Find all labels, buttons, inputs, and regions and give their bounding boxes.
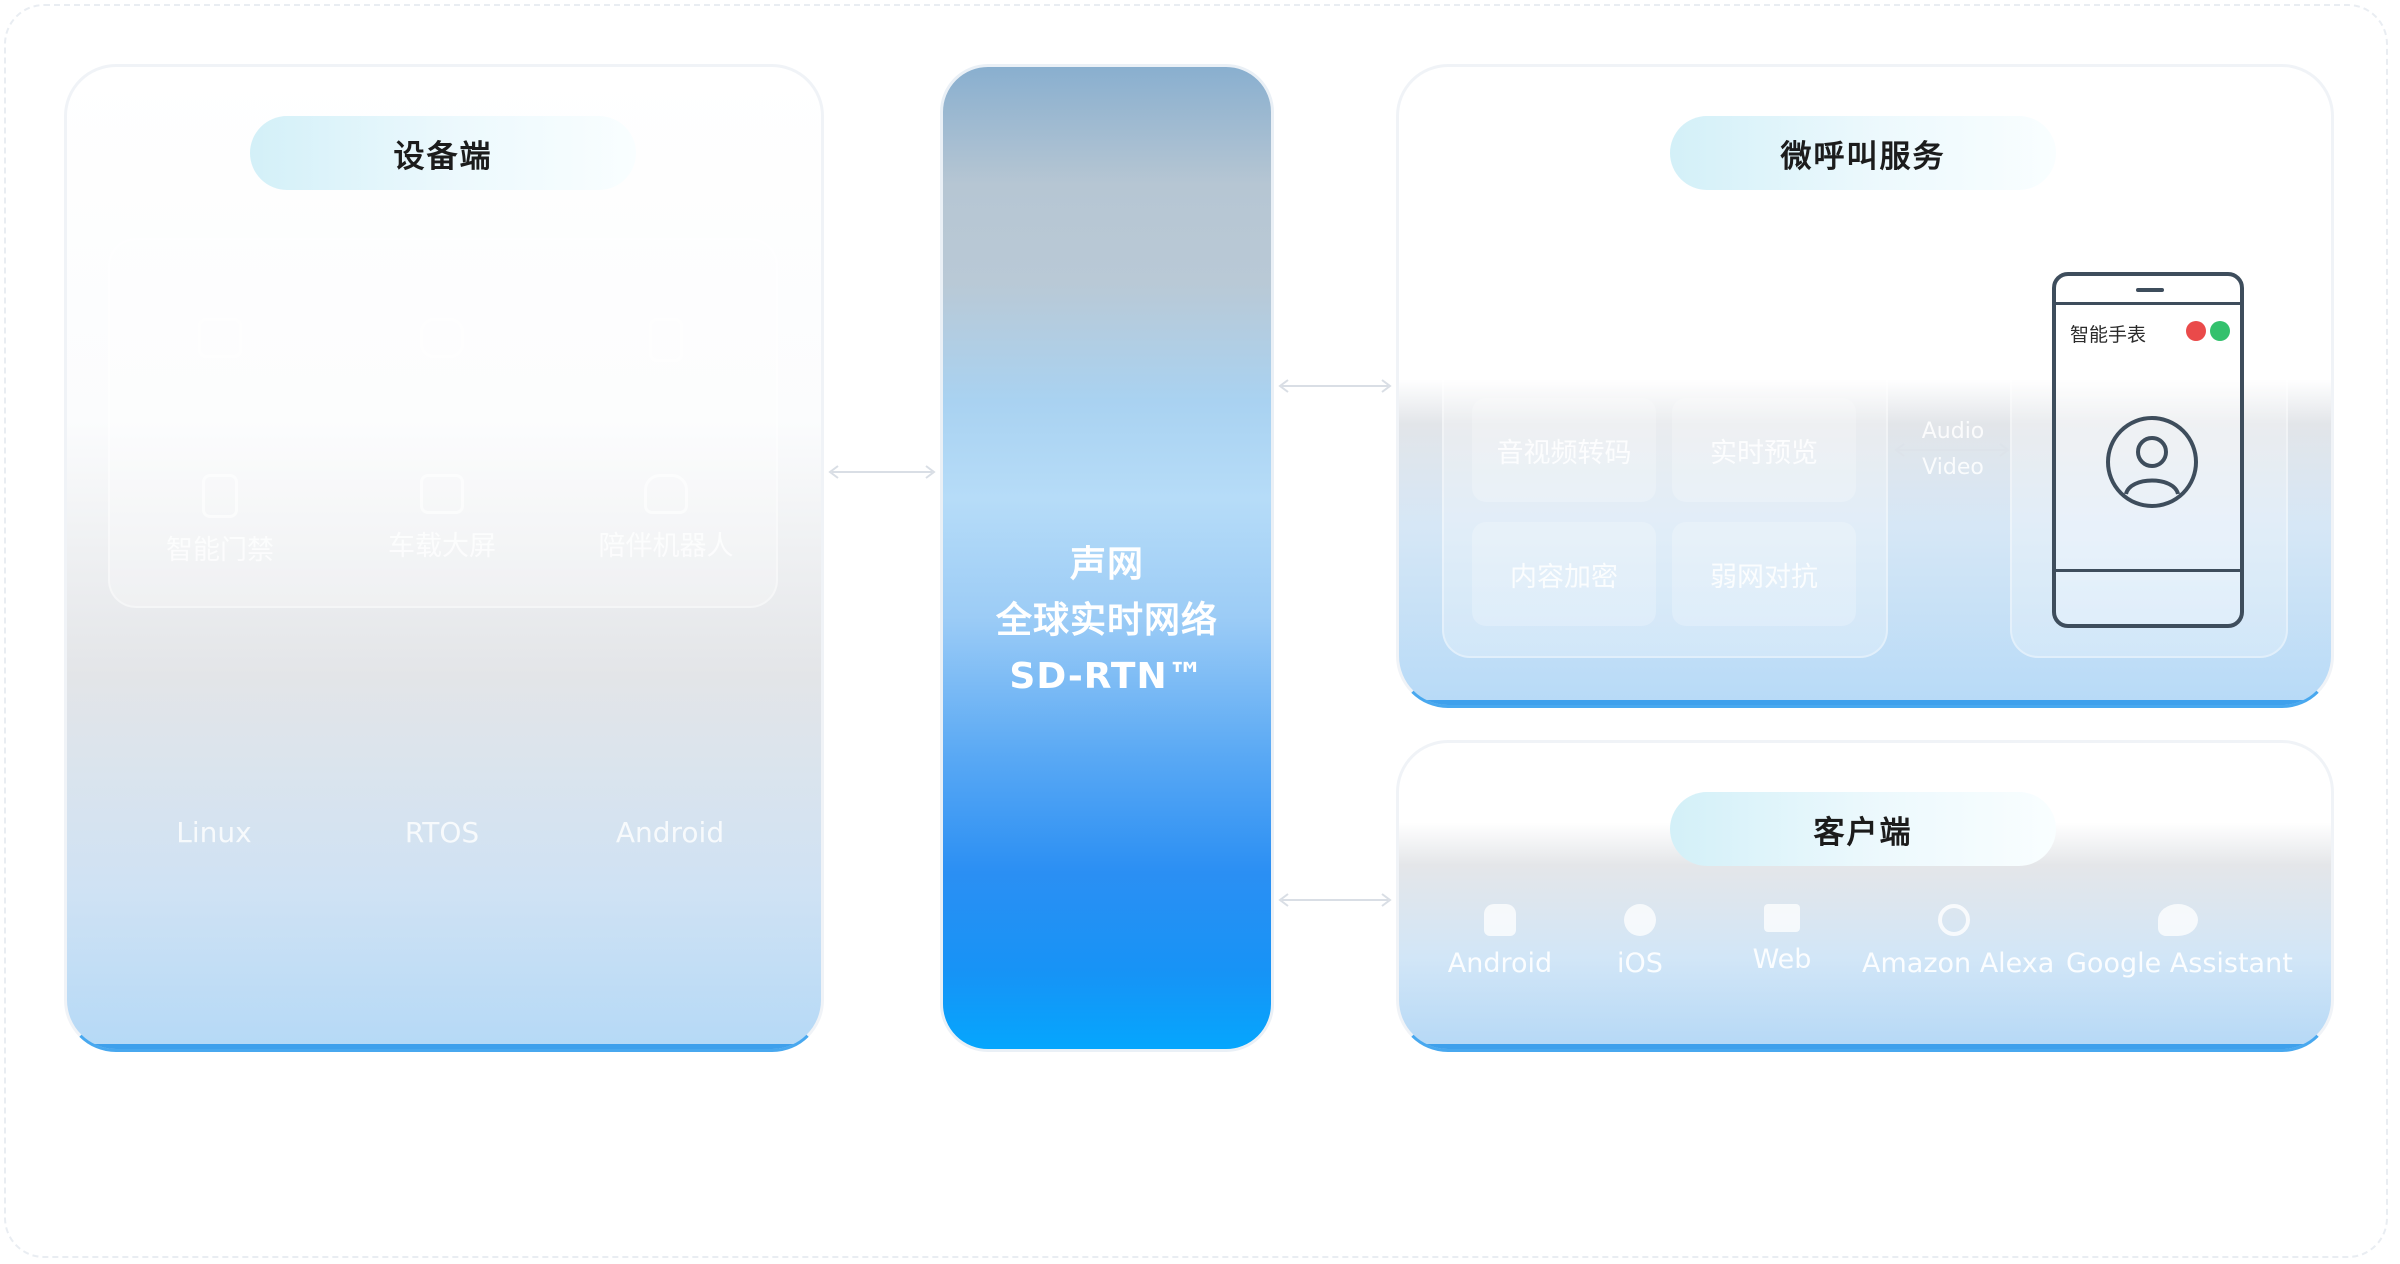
client-item-ios: iOS — [1600, 904, 1680, 979]
network-line-3: SD-RTN™ — [1009, 656, 1205, 697]
client-label: Web — [1752, 944, 1812, 975]
sd-rtn-network: 声网 全球实时网络 SD-RTN™ — [940, 64, 1274, 1052]
network-line-1: 声网 — [1069, 544, 1144, 585]
feature-tile — [1672, 274, 1856, 378]
video-call-icon[interactable] — [2210, 321, 2230, 341]
android-icon — [1484, 904, 1516, 936]
os-label-android: Android — [615, 816, 725, 849]
client-panel-title: 客户端 — [1670, 792, 2056, 866]
robot-icon — [644, 474, 688, 514]
alexa-icon — [1938, 904, 1970, 936]
client-item-alexa: Amazon Alexa — [1862, 904, 2055, 979]
client-panel — [1396, 740, 2334, 1052]
watch-icon — [420, 318, 464, 358]
double-arrow-icon — [1274, 888, 1396, 912]
device-panel — [64, 64, 824, 1052]
monitor-icon — [1764, 904, 1800, 932]
double-arrow-icon — [824, 460, 940, 484]
client-label: Amazon Alexa — [1862, 948, 2055, 979]
user-avatar-icon — [2104, 414, 2200, 514]
feature-tile: 音视频转码 — [1472, 398, 1656, 502]
phone-bottom-divider — [2056, 569, 2240, 572]
service-feature-box — [1442, 238, 1888, 658]
client-item-android: Android — [1440, 904, 1560, 979]
device-label: 车载大屏 — [388, 531, 496, 562]
phone-title: 智能手表 — [2070, 324, 2147, 346]
tablet-icon — [649, 318, 683, 362]
device-item: 陪伴机器人 — [566, 474, 766, 563]
network-line-2: 全球实时网络 — [995, 600, 1218, 641]
client-label: iOS — [1617, 948, 1663, 979]
double-arrow-icon — [1890, 438, 2014, 462]
device-label: 智能门禁 — [166, 535, 274, 566]
door-access-icon — [202, 474, 238, 518]
device-list-box — [108, 238, 778, 608]
device-item — [120, 318, 320, 368]
device-label: 陪伴机器人 — [598, 531, 734, 562]
double-arrow-icon — [1274, 374, 1396, 398]
client-item-web: Web — [1742, 904, 1822, 975]
device-item: 智能门禁 — [120, 474, 320, 567]
apple-icon — [1624, 904, 1656, 936]
device-item — [566, 318, 766, 372]
hangup-icon[interactable] — [2186, 321, 2206, 341]
feature-tile: 弱网对抗 — [1672, 522, 1856, 626]
device-panel-title: 设备端 — [250, 116, 636, 190]
camera-icon — [198, 318, 242, 358]
client-label: Android — [1447, 948, 1553, 979]
os-label-linux: Linux — [176, 816, 252, 849]
audio-label: Audio — [1921, 419, 1985, 444]
google-assistant-icon — [2158, 904, 2198, 936]
video-label: Video — [1922, 455, 1984, 480]
feature-tile — [1472, 274, 1656, 378]
phone-speaker — [2136, 288, 2164, 292]
outer-frame — [4, 4, 2388, 1258]
client-label: Google Assistant — [2066, 948, 2293, 979]
feature-tile: 内容加密 — [1472, 522, 1656, 626]
service-panel-title: 微呼叫服务 — [1670, 116, 2056, 190]
car-screen-icon — [420, 474, 464, 514]
network-label: 声网 全球实时网络 SD-RTN™ — [943, 537, 1271, 705]
client-item-google-assistant: Google Assistant — [2066, 904, 2293, 979]
device-item — [342, 318, 542, 368]
device-item: 车载大屏 — [342, 474, 542, 563]
feature-tile: 实时预览 — [1672, 398, 1856, 502]
os-label-rtos: RTOS — [404, 816, 480, 849]
smartwatch-phone-mockup: 智能手表 — [2052, 272, 2244, 628]
phone-top-divider — [2056, 302, 2240, 305]
